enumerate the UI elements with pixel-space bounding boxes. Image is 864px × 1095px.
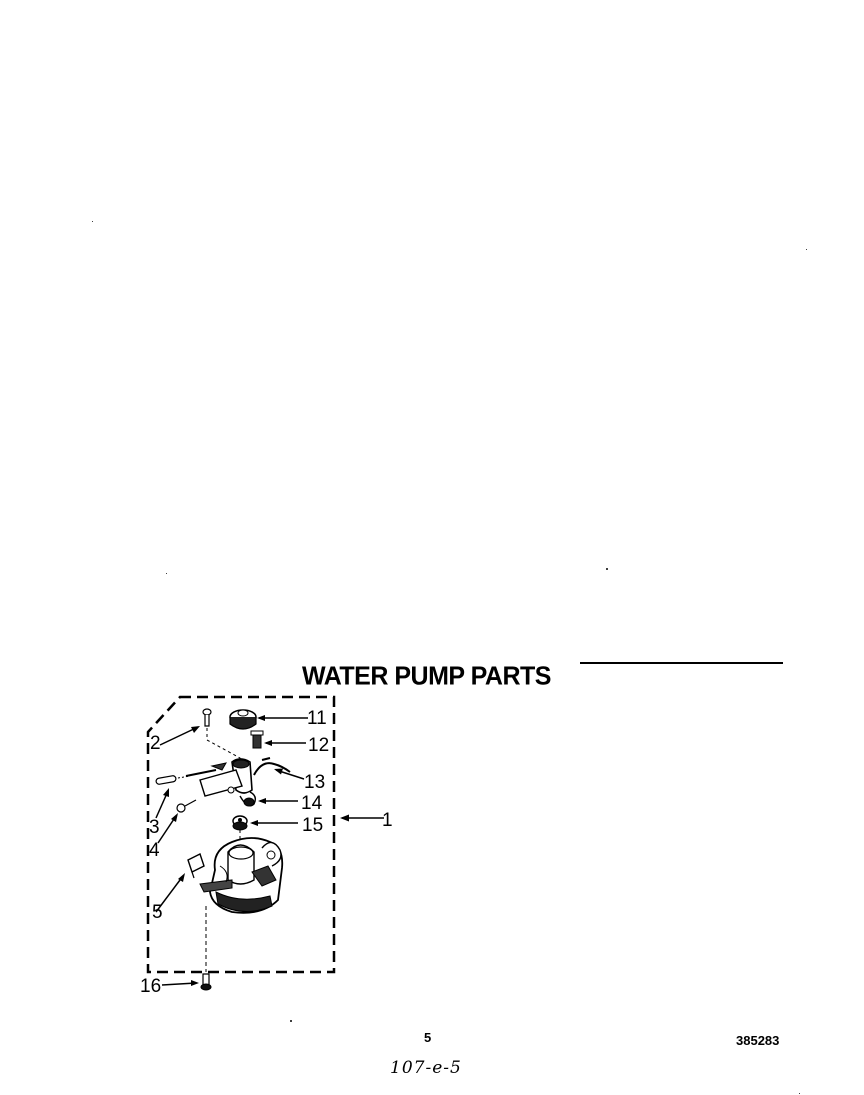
header-rule (580, 662, 783, 664)
assembly-boundary (146, 695, 336, 974)
scan-speck (799, 1093, 800, 1094)
page-number: 5 (424, 1030, 432, 1045)
part-12-fitting (250, 730, 264, 749)
scan-speck (166, 573, 167, 574)
part-11-cap (229, 709, 257, 730)
callout-label-4: 4 (149, 840, 160, 861)
callout-label-11: 11 (307, 708, 327, 729)
scan-speck (92, 221, 93, 222)
callout-label-12: 12 (308, 735, 329, 756)
callout-label-15: 15 (302, 815, 323, 836)
callout-label-16: 16 (140, 976, 161, 997)
diagram-title: WATER PUMP PARTS (302, 661, 551, 691)
part-14-pump-head (185, 758, 257, 807)
part-5-bracket (187, 853, 205, 879)
pump-body (199, 837, 284, 914)
callout-label-2: 2 (150, 733, 161, 754)
document-number: 385283 (736, 1033, 780, 1048)
part-3-pin (155, 775, 191, 785)
part-16-screw (200, 973, 212, 991)
handwritten-note: 107-e-5 (390, 1058, 462, 1078)
callout-label-13: 13 (304, 772, 325, 793)
scan-speck (290, 1020, 292, 1022)
part-2-screw (202, 708, 212, 727)
scan-speck (806, 249, 807, 250)
part-4-clip (176, 799, 197, 813)
part-15-seal (232, 815, 248, 831)
callout-label-3: 3 (149, 817, 160, 838)
scan-speck (606, 568, 608, 570)
callout-label-14: 14 (301, 793, 323, 814)
callout-label-1: 1 (382, 810, 393, 831)
part-13-clamp (253, 757, 291, 776)
callout-label-5: 5 (152, 902, 163, 923)
